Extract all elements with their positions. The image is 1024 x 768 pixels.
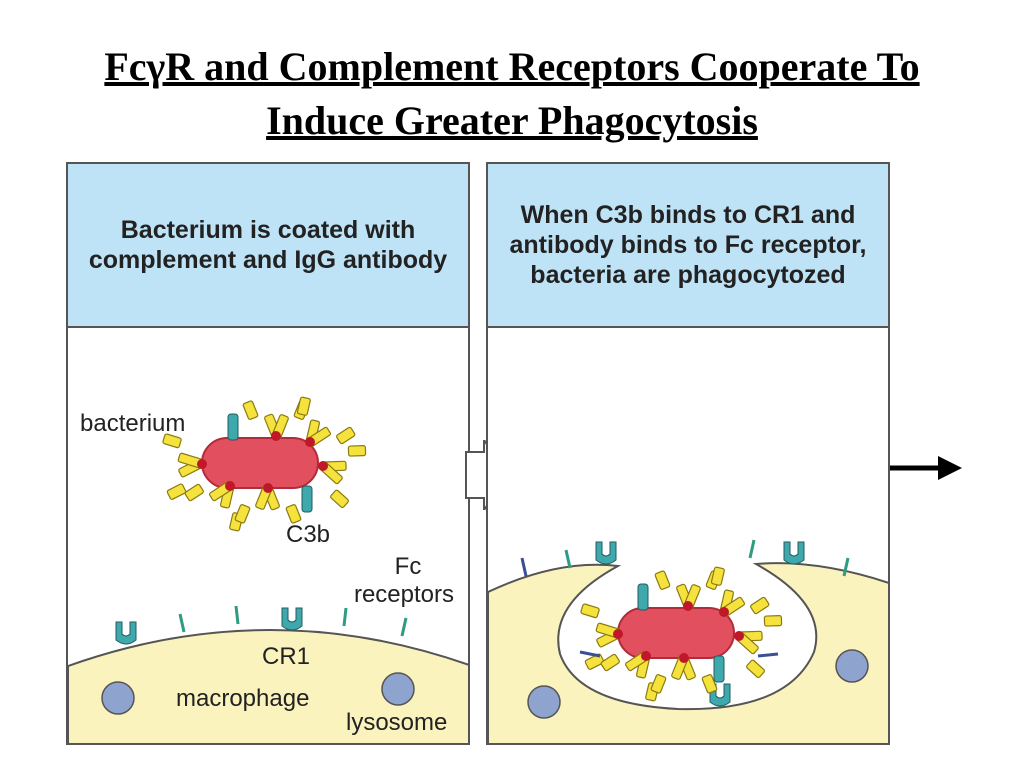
label-fc-receptors-line-2: receptors [354,581,454,608]
fc-receptor-outer-right [783,541,805,565]
antibody-right [308,432,370,511]
label-macrophage: macrophage [176,685,309,712]
label-lysosome: lysosome [346,709,447,736]
coated-bacterium-diagram: bacterium C3b Fc receptors CR1 macrophag… [68,393,468,743]
lysosome-left [527,685,561,719]
slide-title-line-1: FcγR and Complement Receptors Cooperate … [104,44,920,89]
cr1-receptor-3 [342,607,348,627]
fc-receptor-middle [281,607,303,631]
panel-phagocytosis: When C3b binds to CR1 and antibody binds… [486,162,890,745]
c3b-bottom [301,485,313,513]
bacterium [201,437,319,489]
bacterium-engulfed [617,607,735,659]
lysosome-right [381,672,415,706]
arrow-right-icon [890,456,962,480]
label-c3b: C3b [286,521,330,548]
panel-right-header: When C3b binds to CR1 and antibody binds… [488,164,888,328]
label-fc-receptors-line-1: Fc [395,553,422,580]
cr1-receptor-4 [400,617,408,637]
cr1-receptor-2 [234,605,240,625]
label-bacterium: bacterium [80,410,185,437]
slide-title: FcγR and Complement Receptors Cooperate … [0,40,1024,148]
cr1-receptor-1 [178,613,186,633]
c3b-top [227,413,239,441]
slide-title-line-2: Induce Greater Phagocytosis [266,98,758,143]
lysosome-right [835,649,869,683]
panel-left-header: Bacterium is coated with complement and … [68,164,468,328]
macrophage-cell [68,629,468,743]
fc-receptor-left [115,621,137,645]
phagocytosis-diagram [488,539,888,743]
lysosome-left [101,681,135,715]
label-cr1: CR1 [262,643,310,670]
panel-coated-bacterium: Bacterium is coated with complement and … [66,162,470,745]
macrophage-cell-engulfing [488,562,888,743]
fc-receptor-outer-left [595,541,617,565]
